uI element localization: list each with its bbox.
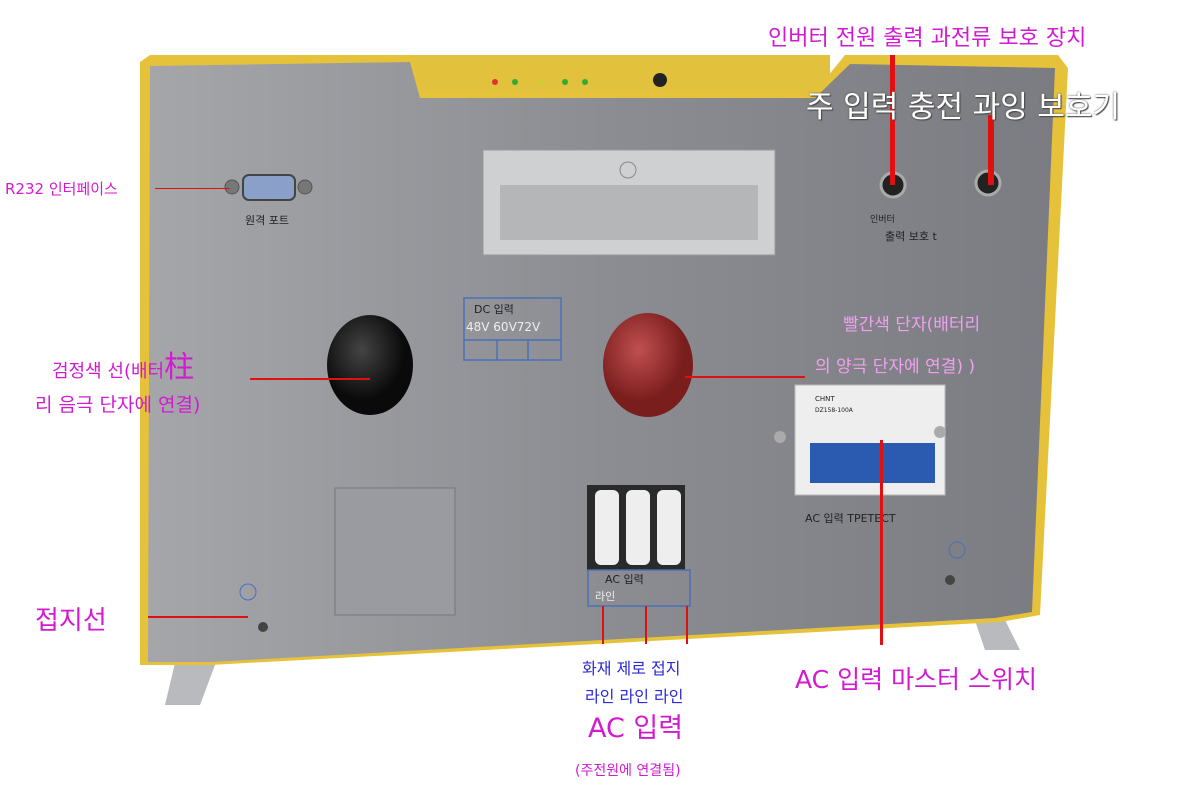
top-cover: [400, 55, 830, 98]
dc-input-label: DC 입력: [474, 303, 514, 316]
leader-charger-protect: [988, 115, 994, 185]
carry-handle: [482, 149, 776, 256]
leader-inverter-protect: [890, 55, 895, 185]
inverter-label: 인버터: [870, 215, 895, 225]
black-wire-annotation-2: 리 음극 단자에 연결): [35, 394, 201, 416]
black-wire-text: 검정색 선(배터: [52, 361, 165, 382]
ac-breaker: [774, 384, 946, 496]
leader-ground-line: [686, 606, 688, 644]
ac-input-note: (주전원에 연결됨): [575, 763, 681, 779]
ac-master-switch-annotation: AC 입력 마스터 스위치: [795, 665, 1037, 694]
r232-annotation: R232 인터페이스: [5, 180, 118, 198]
black-wire-glyph: 柱: [164, 350, 195, 385]
ground-symbol-left: [239, 583, 257, 601]
inverter-protect-annotation: 인버터 전원 출력 과전류 보호 장치: [768, 26, 1087, 51]
line-types-row2: 라인 라인 라인: [585, 687, 684, 706]
leader-r232: [155, 188, 230, 189]
ground-annotation: 접지선: [35, 606, 107, 636]
red-terminal-knob: [603, 313, 693, 417]
dc-label-box: [463, 297, 562, 361]
red-terminal-annotation-1: 빨간색 단자(배터리: [843, 315, 981, 335]
line-types-row1: 화재 제로 접지: [582, 659, 681, 678]
leader-fire-line: [602, 606, 604, 644]
black-terminal-knob: [327, 315, 413, 415]
leader-master-switch: [880, 440, 883, 645]
leader-ground: [148, 616, 248, 618]
status-leds: [492, 73, 667, 87]
black-wire-annotation-1: 검정색 선(배터柱: [52, 342, 194, 386]
db9-port: [224, 174, 313, 201]
leader-red: [685, 376, 805, 378]
red-terminal-annotation-2: 의 양극 단자에 연결) ): [815, 357, 975, 377]
leader-black: [250, 378, 370, 380]
ground-screw-left: [258, 622, 268, 632]
main-input-protect-annotation: 주 입력 충전 과잉 보호기: [806, 90, 1121, 125]
ac-box-line: 라인: [595, 590, 616, 603]
output-protect-label: 출력 보호 t: [885, 230, 937, 243]
breaker-model: DZ158-100A: [815, 407, 853, 414]
ac-box-title: AC 입력: [605, 573, 644, 586]
remote-port-label: 원격 포트: [245, 214, 289, 227]
leader-zero-line: [645, 606, 647, 644]
ground-screw-right: [945, 575, 955, 585]
breaker-brand: CHNT: [815, 395, 835, 403]
dc-voltages-label: 48V 60V72V: [466, 320, 541, 334]
ground-symbol-right: [948, 541, 966, 559]
terminal-block: [587, 485, 685, 570]
ac-label-box: [587, 569, 691, 607]
ac-input-protect-label: AC 입력 TPETECT: [805, 512, 896, 525]
cover-plate: [334, 487, 456, 616]
ac-input-annotation: AC 입력: [588, 713, 684, 744]
